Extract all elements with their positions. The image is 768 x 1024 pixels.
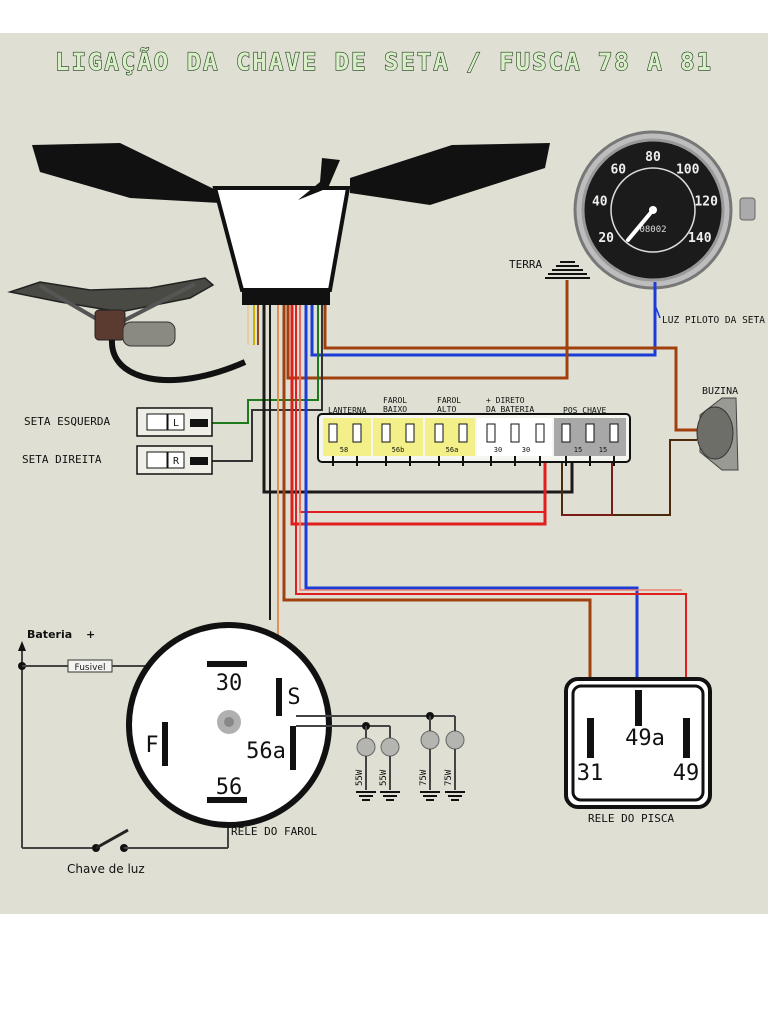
headlamps: 55W 55W 75W 75W	[296, 712, 465, 801]
rele-do-pisca-label: RELE DO PISCA	[588, 812, 674, 825]
fuse-cell	[458, 423, 468, 443]
flasher-terminal-49a: 49a	[625, 726, 665, 751]
fusivel-label: Fusivel	[75, 663, 106, 673]
fuse-cell	[352, 423, 362, 443]
lamp: 75W	[444, 716, 465, 801]
speed-tick: 120	[694, 195, 718, 210]
lamp: 75W	[419, 716, 440, 801]
rele-do-farol: 30 S F 56a 56 RELE DO FAROL	[126, 622, 332, 838]
fuse-cell	[535, 423, 545, 443]
speed-tick: 140	[688, 231, 712, 246]
speed-tick: 100	[676, 163, 700, 178]
seta-direita-group: SETA DIREITA R	[22, 445, 213, 475]
lamp-wattage: 75W	[419, 769, 429, 786]
fuse-bottom-label: 56b	[392, 446, 405, 454]
odometer: 08002	[639, 225, 666, 235]
fuse-cell	[405, 423, 415, 443]
speed-tick: 40	[592, 195, 608, 210]
fuse-bottom-label: 15	[599, 446, 607, 454]
fuse-cells: 58 56b 56a 30 30 15 15	[328, 423, 619, 466]
relay-terminal-56: 56	[216, 775, 243, 800]
fuse-group-lanterna: LANTERNA	[328, 406, 367, 415]
fuse-cell	[609, 423, 619, 443]
fuse-cell	[510, 423, 520, 443]
lamp-wattage: 55W	[355, 769, 365, 786]
seta-esquerda-group: SETA ESQUERDA L	[24, 407, 213, 437]
fuse-cell	[328, 423, 338, 443]
flasher-terminal-49: 49	[673, 761, 700, 786]
fuse-bottom-label: 15	[574, 446, 582, 454]
indicator-right-letter: R	[173, 456, 180, 467]
fuse-cell	[585, 423, 595, 443]
speedometer-needle	[626, 208, 655, 242]
fuse-cell	[486, 423, 496, 443]
fuse-cell	[381, 423, 391, 443]
steering-wheel	[32, 143, 550, 305]
fuse-bottom-label: 56a	[446, 446, 459, 454]
fuse-bottom-label: 30	[522, 446, 530, 454]
wiper-motor	[7, 277, 247, 384]
indicator-left-letter: L	[173, 418, 179, 429]
speed-tick: 80	[645, 150, 661, 165]
buzina-label: BUZINA	[702, 386, 738, 397]
relay-terminal-s: S	[287, 685, 300, 710]
relay-terminal-f: F	[145, 733, 158, 758]
flasher-terminal-31: 31	[577, 761, 604, 786]
lamp: 55W	[379, 726, 400, 801]
lamp-wattage: 75W	[444, 769, 454, 786]
rele-do-pisca: 49a 31 49 RELE DO PISCA	[564, 677, 712, 825]
light-switch-lever	[95, 828, 129, 850]
lamp-wattage: 55W	[379, 769, 389, 786]
luz-piloto-label: LUZ PILOTO DA SETA	[662, 315, 765, 326]
bateria-plus: +	[86, 628, 95, 641]
speed-tick: 60	[610, 163, 626, 178]
fuse-group-pos-chave: POS CHAVE	[563, 406, 607, 415]
fuse-cell	[561, 423, 571, 443]
terra-ground: TERRA	[509, 258, 590, 279]
fuse-cell	[434, 423, 444, 443]
terra-label: TERRA	[509, 258, 542, 271]
bateria-label: Bateria	[27, 628, 72, 641]
relay-terminal-30: 30	[216, 671, 243, 696]
fuse-bottom-label: 30	[494, 446, 502, 454]
seta-direita-label: SETA DIREITA	[22, 453, 102, 466]
speedometer-ticks: 20 40 60 80 100 120 140	[592, 150, 718, 246]
rele-do-farol-label: RELE DO FAROL	[231, 825, 317, 838]
diagram-title: LIGAÇÃO DA CHAVE DE SETA / FUSCA 78 A 81	[55, 47, 713, 76]
buzina-horn: BUZINA	[696, 386, 739, 471]
battery-circuit: Bateria + Fusivel Chave de luz	[18, 628, 229, 876]
speedometer: 20 40 60 80 100 120 140 08002	[573, 130, 756, 290]
lamp: 55W	[355, 726, 376, 801]
speed-tick: 20	[598, 231, 614, 246]
fuse-bottom-label: 58	[340, 446, 348, 454]
wiring-harness	[212, 280, 697, 718]
chave-de-luz-label: Chave de luz	[67, 862, 145, 876]
seta-esquerda-label: SETA ESQUERDA	[24, 415, 110, 428]
relay-terminal-56a: 56a	[246, 739, 286, 764]
